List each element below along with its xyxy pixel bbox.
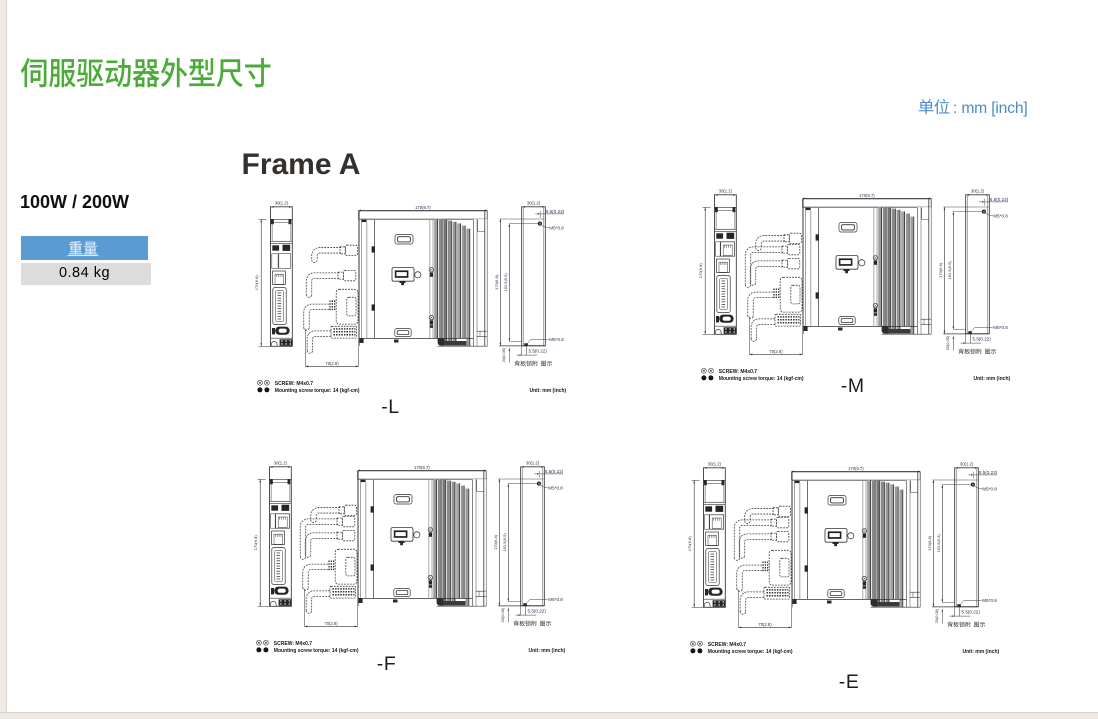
svg-text:30(1.2): 30(1.2): [971, 189, 985, 194]
svg-text:70(2.8): 70(2.8): [759, 621, 773, 626]
svg-text:5.5(0.22): 5.5(0.22): [979, 469, 998, 474]
svg-text:5.5(0.22): 5.5(0.22): [962, 609, 981, 614]
svg-text:5.5(0.22): 5.5(0.22): [545, 469, 564, 474]
svg-text:: mm [inch]: : mm [inch]: [953, 100, 1028, 117]
svg-text:Unit: mm (inch): Unit: mm (inch): [530, 388, 567, 394]
svg-text:162.5(6.5): 162.5(6.5): [502, 533, 507, 552]
svg-text:170(6.7): 170(6.7): [848, 466, 864, 471]
svg-text:SCREW: M4x0.7: SCREW: M4x0.7: [275, 381, 313, 387]
svg-text:162.5(6.5): 162.5(6.5): [946, 261, 951, 280]
svg-text:30(1.2): 30(1.2): [708, 461, 722, 466]
svg-text:M5*0.8: M5*0.8: [983, 486, 998, 491]
svg-text:5.5(0.22): 5.5(0.22): [546, 209, 565, 214]
svg-text:30(1.2): 30(1.2): [274, 461, 288, 466]
svg-text:170(6.8): 170(6.8): [698, 263, 703, 279]
svg-text:Mounting screw torque: 14 (kgf: Mounting screw torque: 14 (kgf-cm): [708, 648, 793, 654]
svg-text:70(2.8): 70(2.8): [325, 361, 339, 366]
svg-text:Unit: mm (inch): Unit: mm (inch): [528, 648, 565, 654]
svg-text:70(2.8): 70(2.8): [324, 621, 338, 626]
svg-text:70(2.8): 70(2.8): [769, 349, 783, 354]
svg-text:M5*0.8: M5*0.8: [993, 214, 1008, 219]
svg-text:Unit: mm (inch): Unit: mm (inch): [973, 376, 1010, 382]
svg-text:170(6.8): 170(6.8): [688, 535, 693, 551]
svg-text:30(1.2): 30(1.2): [960, 461, 974, 466]
svg-text:SCREW: M4x0.7: SCREW: M4x0.7: [708, 642, 746, 648]
svg-text:5.5(0.22): 5.5(0.22): [527, 609, 546, 614]
svg-text:170(6.8): 170(6.8): [254, 275, 259, 291]
svg-text:5.5(0.22): 5.5(0.22): [990, 197, 1009, 202]
svg-text:30(1.2): 30(1.2): [526, 461, 540, 466]
svg-text:162.5(6.5): 162.5(6.5): [503, 273, 508, 292]
svg-text:M5*0.8: M5*0.8: [983, 598, 998, 603]
svg-text:M5*0.8: M5*0.8: [549, 226, 564, 231]
svg-text:20(0.08): 20(0.08): [945, 336, 950, 351]
svg-text:Mounting screw torque: 14 (kgf: Mounting screw torque: 14 (kgf-cm): [274, 648, 359, 654]
svg-text:M5*0.8: M5*0.8: [548, 486, 563, 491]
svg-text:20(0.08): 20(0.08): [500, 608, 505, 623]
svg-text:170(6.7): 170(6.7): [415, 205, 431, 210]
svg-text:170(6.8): 170(6.8): [937, 263, 942, 279]
svg-text:M5*0.8: M5*0.8: [549, 337, 564, 342]
svg-text:170(6.8): 170(6.8): [927, 535, 932, 551]
svg-text:M5*0.8: M5*0.8: [548, 597, 563, 602]
svg-text:Unit: mm (inch): Unit: mm (inch): [963, 649, 1000, 655]
svg-text:SCREW: M4x0.7: SCREW: M4x0.7: [718, 370, 756, 376]
svg-text:5.5(0.22): 5.5(0.22): [972, 337, 991, 342]
svg-text:20(0.08): 20(0.08): [935, 608, 940, 623]
svg-text:SCREW: M4x0.7: SCREW: M4x0.7: [274, 641, 312, 647]
svg-text:170(6.8): 170(6.8): [494, 274, 499, 290]
svg-text:170(6.8): 170(6.8): [253, 535, 258, 551]
svg-text:20(0.08): 20(0.08): [501, 347, 506, 362]
svg-text:M5*0.8: M5*0.8: [993, 325, 1008, 330]
svg-text:170(6.7): 170(6.7): [414, 465, 430, 470]
svg-text:Mounting screw torque: 14 (kgf: Mounting screw torque: 14 (kgf-cm): [718, 376, 803, 382]
svg-text:170(6.7): 170(6.7): [859, 193, 875, 198]
svg-text:30(1.2): 30(1.2): [718, 189, 732, 194]
svg-text:Mounting screw torque: 14 (kgf: Mounting screw torque: 14 (kgf-cm): [275, 388, 360, 394]
svg-text:170(6.8): 170(6.8): [493, 535, 498, 551]
svg-text:30(1.2): 30(1.2): [275, 201, 289, 206]
svg-text:162.5(6.5): 162.5(6.5): [936, 533, 941, 552]
svg-text:5.5(0.22): 5.5(0.22): [529, 349, 548, 354]
svg-text:30(1.2): 30(1.2): [527, 201, 541, 206]
